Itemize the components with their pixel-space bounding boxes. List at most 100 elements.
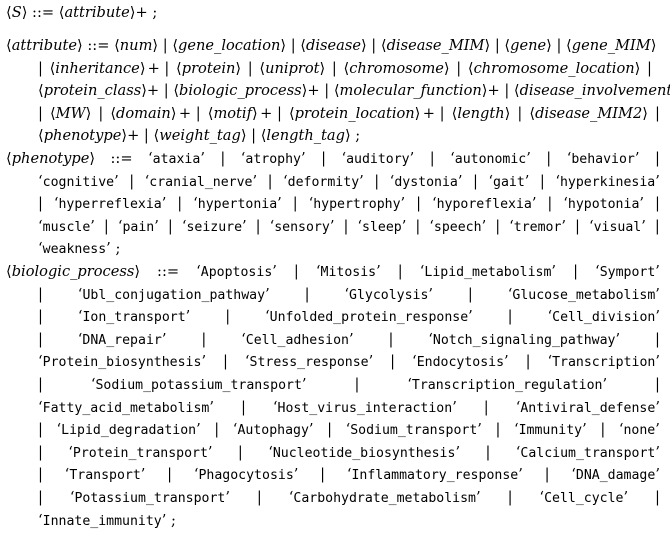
terminal-value: Inflammatory_response — [351, 468, 519, 484]
terminal-value: cognitive — [42, 174, 115, 190]
grammar-operator: | — [541, 150, 556, 167]
terminal-value: hyperkinesia — [559, 174, 656, 190]
right-angle-bracket-icon: ⟩ — [344, 127, 351, 145]
grammar-operator: | — [299, 285, 315, 303]
nonterminal: ⟨inheritance⟩ — [50, 58, 146, 80]
terminal-literal: ‘visual’ — [589, 216, 646, 239]
close-quote-icon: ’ — [655, 263, 660, 280]
left-angle-bracket-icon: ⟨ — [259, 59, 266, 77]
close-quote-icon: ’ — [252, 172, 258, 190]
terminal-value: Transport — [69, 468, 141, 484]
close-quote-icon: ’ — [504, 353, 509, 371]
terminal-literal: ‘Sodium_potassium_transport’ — [91, 374, 307, 397]
grammar-operator: | — [570, 217, 585, 235]
nonterminal: ⟨disease⟩ — [300, 35, 366, 57]
terminal-literal: ‘autonomic’ — [450, 148, 531, 171]
left-angle-bracket-icon: ⟨ — [467, 59, 474, 77]
close-quote-icon: ’ — [308, 421, 314, 439]
terminal-literal: ‘Carbohydrate_metabolism’ — [289, 487, 481, 510]
grammar-operator: | — [479, 398, 494, 416]
terminal-literal: ‘seizure’ — [182, 216, 247, 239]
close-quote-icon: ’ — [531, 195, 537, 213]
terminal-value: visual — [593, 219, 642, 235]
nonterminal: ⟨MW⟩ — [50, 103, 91, 125]
close-quote-icon: ’ — [655, 172, 660, 190]
grammar-operator: | — [99, 217, 114, 235]
terminal-value: Antiviral_defense — [520, 400, 656, 416]
terminal-literal: ‘Protein_transport’ — [68, 442, 212, 465]
nonterminal-name: attribute — [64, 4, 130, 21]
nonterminal: ⟨gene_location⟩ — [172, 35, 286, 57]
grammar-operator: | — [650, 376, 660, 393]
nonterminal-name: phenotype — [11, 150, 90, 167]
nonterminal: ⟨phenotype⟩ — [38, 125, 127, 147]
terminal-literal: ‘Innate_immunity’ — [38, 510, 166, 533]
terminal-value: sleep — [362, 219, 402, 235]
open-quote-icon: ‘ — [595, 263, 600, 280]
open-quote-icon: ‘ — [272, 398, 278, 416]
nonterminal-name: inheritance — [55, 59, 140, 77]
grammar-operator: + | — [127, 127, 154, 145]
grammar-operator: | — [38, 489, 48, 506]
close-quote-icon: ’ — [452, 398, 457, 416]
left-angle-bracket-icon: ⟨ — [110, 104, 117, 122]
right-angle-bracket-icon: ⟩ — [301, 82, 308, 100]
terminal-value: Ion_transport — [82, 310, 186, 326]
grammar-operator: | — [512, 104, 527, 122]
right-angle-bracket-icon: ⟩ — [121, 127, 128, 145]
nonterminal-name: gene_MIM — [571, 37, 651, 54]
nonterminal: ⟨chromosome_location⟩ — [468, 58, 640, 80]
rule-line: | ‘Ubl_conjugation_pathway’ | ‘Glycolysi… — [38, 284, 660, 306]
right-angle-bracket-icon: ⟩ — [89, 150, 96, 167]
nonterminal: ⟨weight_tag⟩ — [154, 125, 247, 147]
grammar-operator: | — [233, 443, 248, 461]
grammar-operator: ; — [350, 127, 361, 145]
nonterminal: ⟨molecular_function⟩ — [334, 80, 488, 102]
terminal-literal: ‘speech’ — [429, 216, 486, 239]
close-quote-icon: ’ — [161, 195, 167, 213]
terminal-literal: ‘Lipid_metabolism’ — [420, 261, 556, 284]
grammar-operator: | — [286, 37, 301, 54]
close-quote-icon: ’ — [90, 217, 95, 235]
grammar-operator: + | — [146, 82, 174, 100]
nonterminal-name: protein — [181, 59, 236, 77]
grammar-operator: | — [162, 466, 177, 484]
open-quote-icon: ‘ — [283, 172, 288, 190]
open-quote-icon: ‘ — [412, 353, 417, 371]
terminal-literal: ‘hypertonia’ — [193, 193, 282, 216]
terminal-literal: ‘Calcium_transport’ — [516, 442, 660, 465]
grammar-operator: | — [38, 421, 48, 439]
terminal-literal: ‘pain’ — [118, 216, 159, 239]
grammar-operator: | — [542, 195, 557, 213]
open-quote-icon: ‘ — [53, 195, 59, 213]
close-quote-icon: ’ — [639, 195, 645, 213]
terminal-literal: ‘Phagocytosis’ — [194, 464, 299, 487]
terminal-value: pain — [122, 219, 155, 235]
open-quote-icon: ‘ — [488, 172, 494, 190]
close-quote-icon: ’ — [602, 376, 608, 393]
right-angle-bracket-icon: ⟩ — [85, 104, 92, 122]
terminal-value: Cell_adhesion — [245, 332, 349, 348]
rule-line: ‘cognitive’ | ‘cranial_nerve’ | ‘deformi… — [38, 171, 660, 193]
open-quote-icon: ‘ — [539, 489, 545, 506]
close-quote-icon: ’ — [106, 240, 111, 258]
terminal-literal: ‘Sodium_transport’ — [346, 419, 482, 442]
close-quote-icon: ’ — [154, 217, 159, 235]
grammar-operator: | — [236, 398, 251, 416]
terminal-literal: ‘gait’ — [488, 171, 529, 194]
rule-line: ⟨protein_class⟩+ | ⟨biologic_process⟩+ |… — [38, 80, 670, 102]
rule-line: | ‘Ion_transport’ | ‘Unfolded_protein_re… — [38, 306, 660, 328]
grammar-operator: | — [316, 150, 331, 167]
terminal-literal: ‘atrophy’ — [241, 148, 306, 171]
right-angle-bracket-icon: ⟩ — [481, 82, 488, 100]
terminal-literal: ‘DNA_repair’ — [78, 329, 167, 352]
close-quote-icon: ’ — [655, 466, 660, 484]
terminal-literal: ‘hypotonia’ — [563, 193, 644, 216]
grammar-operator: | — [220, 308, 235, 326]
right-angle-bracket-icon: ⟩ — [21, 4, 28, 21]
close-quote-icon: ’ — [641, 217, 646, 235]
nonterminal-name: molecular_function — [339, 82, 482, 100]
terminal-literal: ‘behavior’ — [567, 148, 640, 171]
close-quote-icon: ’ — [114, 172, 119, 190]
nonterminal-name: protein_class — [43, 82, 142, 100]
